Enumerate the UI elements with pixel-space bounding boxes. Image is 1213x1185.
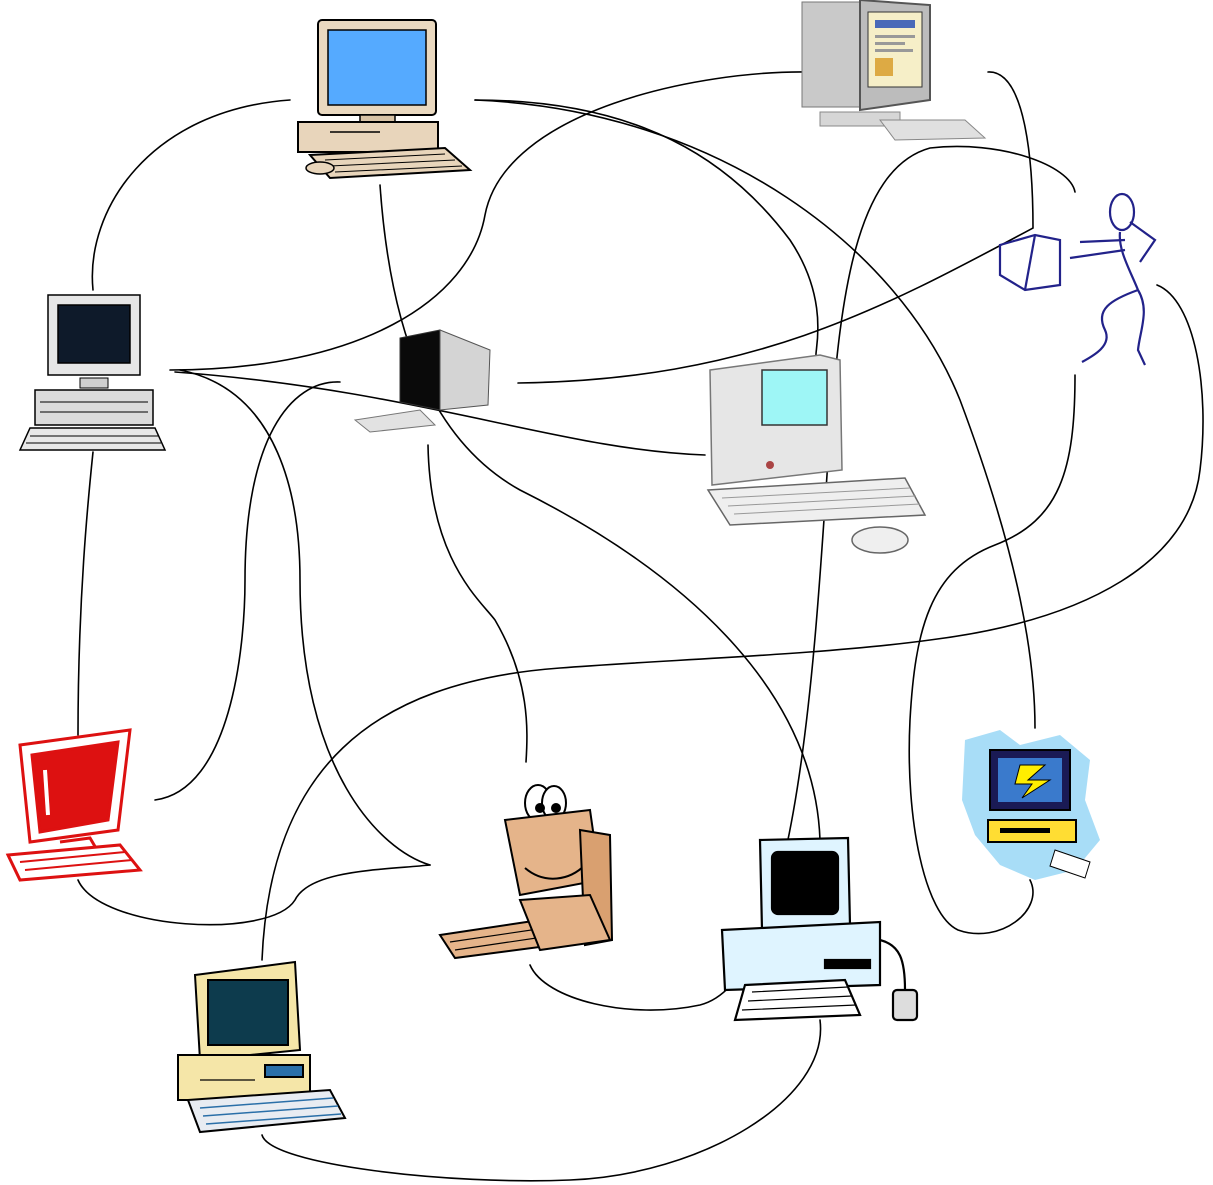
- connection-line: [908, 374, 1076, 935]
- connection-line: [379, 184, 821, 841]
- connection-line: [474, 99, 1036, 729]
- connection-line: [169, 71, 811, 371]
- macintosh-computer-icon: [706, 354, 927, 554]
- connection-line: [427, 444, 528, 763]
- connection-line: [154, 381, 341, 801]
- desktop-pc-blue-screen-icon: [297, 19, 473, 180]
- connection-line: [517, 71, 1034, 384]
- red-computer-icon: [5, 728, 143, 882]
- connection-line: [77, 864, 431, 926]
- crt-monitor-web-page-icon: [801, 0, 987, 141]
- connection-line: [77, 451, 94, 736]
- cartoon-computer-typing-icon: [438, 784, 614, 960]
- beige-pc-icon: [177, 960, 347, 1134]
- connection-line: [179, 369, 431, 866]
- connection-line: [174, 371, 706, 456]
- stick-figure-user-icon: [998, 192, 1157, 366]
- lightning-monitor-icon: [962, 730, 1100, 880]
- connection-line: [261, 284, 1204, 961]
- connection-line: [474, 99, 819, 356]
- connection-line: [91, 99, 291, 291]
- small-crt-monitor-icon: [353, 329, 491, 433]
- workstation-mouse-icon: [720, 836, 919, 1022]
- tower-pc-dark-screen-icon: [18, 294, 167, 451]
- connection-line: [261, 1019, 822, 1182]
